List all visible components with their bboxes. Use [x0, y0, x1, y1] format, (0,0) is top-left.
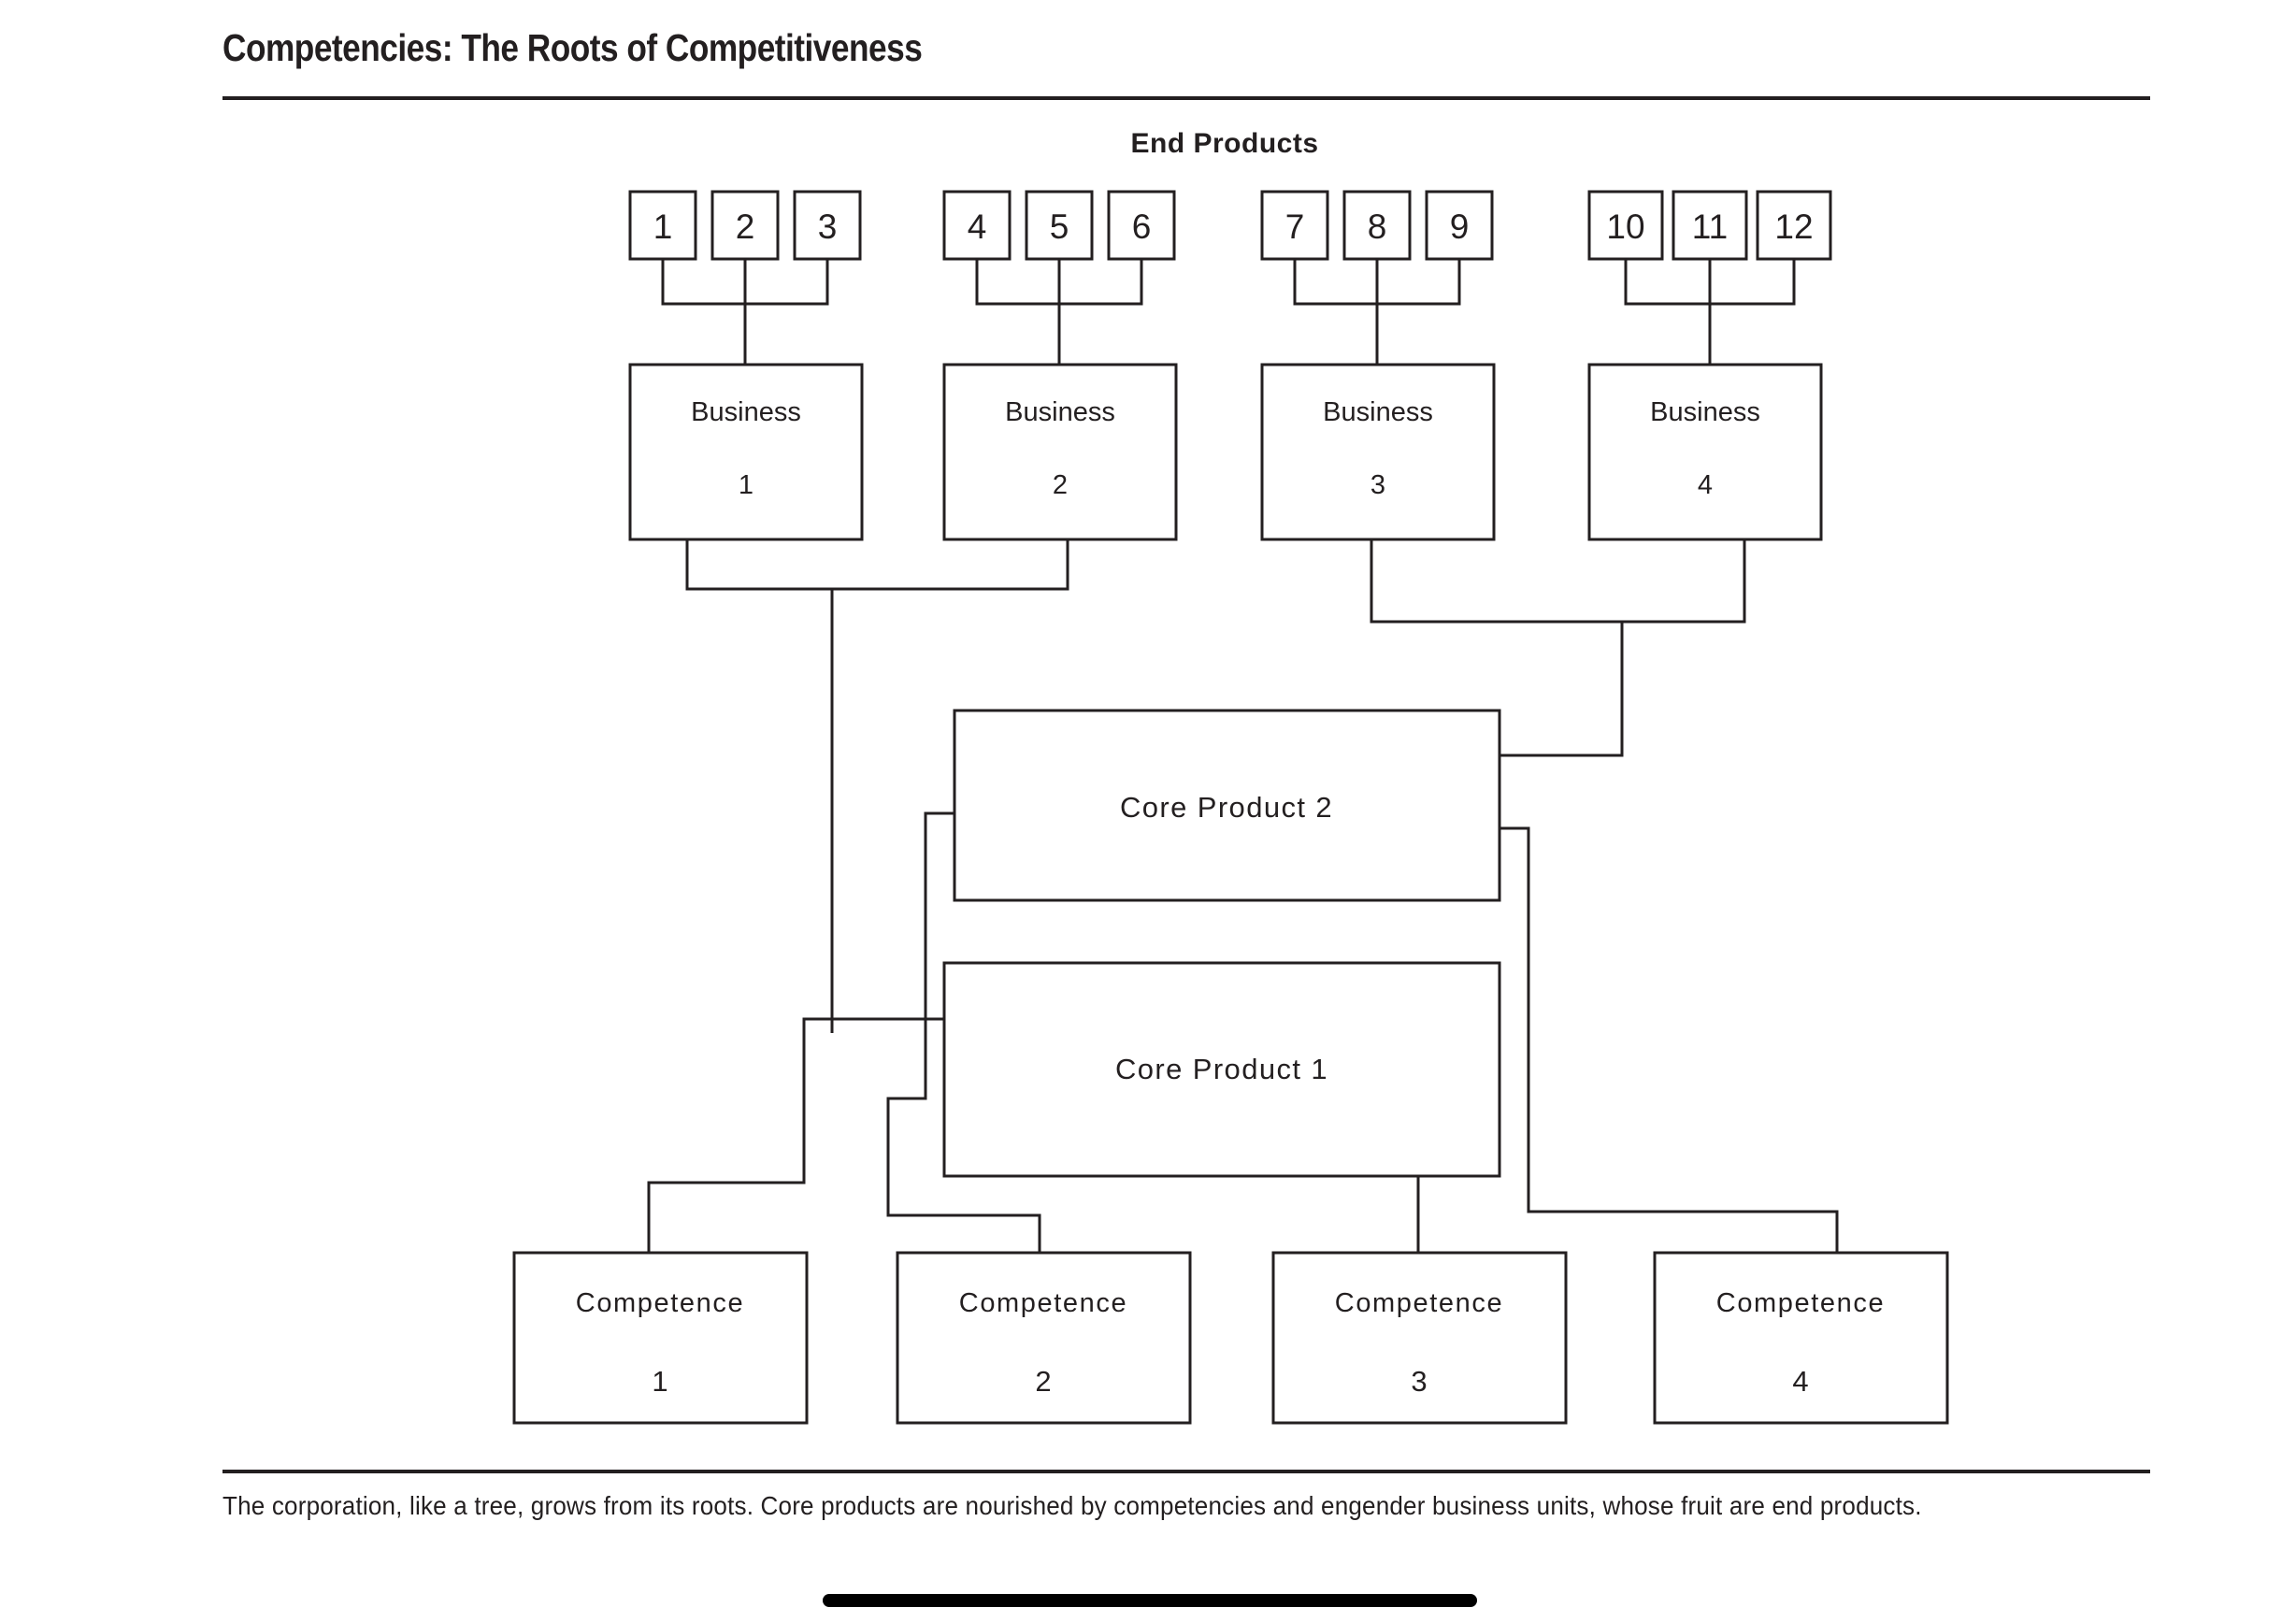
- end-product-label-12: 12: [1774, 208, 1813, 246]
- competence-number-3: 3: [1411, 1365, 1427, 1398]
- end-product-box-9[interactable]: [1425, 190, 1494, 261]
- competence-box-4[interactable]: [1653, 1251, 1949, 1425]
- connector-core-product-2-to-competence-2: [886, 811, 1041, 1253]
- end-product-box-11[interactable]: [1672, 190, 1748, 261]
- business-label-2: Business: [1005, 397, 1115, 427]
- end-product-label-11: 11: [1692, 208, 1728, 246]
- business-number-3: 3: [1370, 470, 1385, 500]
- end-product-label-5: 5: [1050, 208, 1069, 246]
- competence-box-1[interactable]: [512, 1251, 809, 1425]
- end-product-label-8: 8: [1368, 208, 1387, 246]
- connector-core-product-1-to-competence-1: [647, 1017, 944, 1253]
- core-product-2-box[interactable]: [953, 709, 1501, 902]
- business-box-2[interactable]: [942, 363, 1178, 541]
- end-product-box-12[interactable]: [1756, 190, 1832, 261]
- competence-number-4: 4: [1792, 1365, 1808, 1398]
- end-product-label-3: 3: [818, 208, 838, 246]
- end-product-label-1: 1: [653, 208, 673, 246]
- caption-divider: [222, 1470, 2150, 1473]
- business-label-3: Business: [1323, 397, 1433, 427]
- end-product-label-9: 9: [1450, 208, 1470, 246]
- competence-number-2: 2: [1035, 1365, 1051, 1398]
- business-label-1: Business: [691, 397, 801, 427]
- competence-box-2[interactable]: [896, 1251, 1192, 1425]
- connector-business-3-4-join: [1370, 539, 1746, 624]
- end-product-label-2: 2: [736, 208, 755, 246]
- end-product-box-6[interactable]: [1107, 190, 1176, 261]
- business-number-2: 2: [1053, 470, 1068, 500]
- business-box-3[interactable]: [1260, 363, 1496, 541]
- figure-caption: The corporation, like a tree, grows from…: [222, 1491, 1922, 1520]
- end-product-box-1[interactable]: [628, 190, 697, 261]
- business-label-4: Business: [1650, 397, 1760, 427]
- end-product-box-2[interactable]: [710, 190, 780, 261]
- business-number-4: 4: [1698, 470, 1713, 500]
- competence-label-2: Competence: [959, 1288, 1127, 1318]
- core-product-1-box[interactable]: [942, 961, 1501, 1178]
- connector-business-1-2-join: [685, 539, 1069, 591]
- end-of-figure-bar: [823, 1594, 1477, 1607]
- competence-label-1: Competence: [576, 1288, 744, 1318]
- end-product-label-6: 6: [1132, 208, 1152, 246]
- page-title: Competencies: The Roots of Competitivene…: [222, 26, 923, 69]
- business-number-1: 1: [739, 470, 753, 500]
- competence-number-1: 1: [652, 1365, 667, 1398]
- end-product-box-3[interactable]: [793, 190, 862, 261]
- competence-box-3[interactable]: [1271, 1251, 1568, 1425]
- competence-label-4: Competence: [1716, 1288, 1885, 1318]
- core-product-2-label: Core Product 2: [1120, 791, 1333, 824]
- end-product-label-7: 7: [1285, 208, 1305, 246]
- end-products-heading: End Products: [1130, 128, 1318, 159]
- connector-business-3-4-to-core-product-2: [1500, 622, 1624, 757]
- competence-label-3: Competence: [1335, 1288, 1503, 1318]
- end-product-label-10: 10: [1606, 208, 1644, 246]
- core-product-1-label: Core Product 1: [1115, 1053, 1328, 1085]
- header-divider: [222, 96, 2150, 100]
- end-product-box-4[interactable]: [942, 190, 1012, 261]
- end-product-label-4: 4: [968, 208, 987, 246]
- connector-core-product-2-to-competence-4: [1500, 826, 1839, 1253]
- business-box-1[interactable]: [628, 363, 864, 541]
- business-box-4[interactable]: [1587, 363, 1823, 541]
